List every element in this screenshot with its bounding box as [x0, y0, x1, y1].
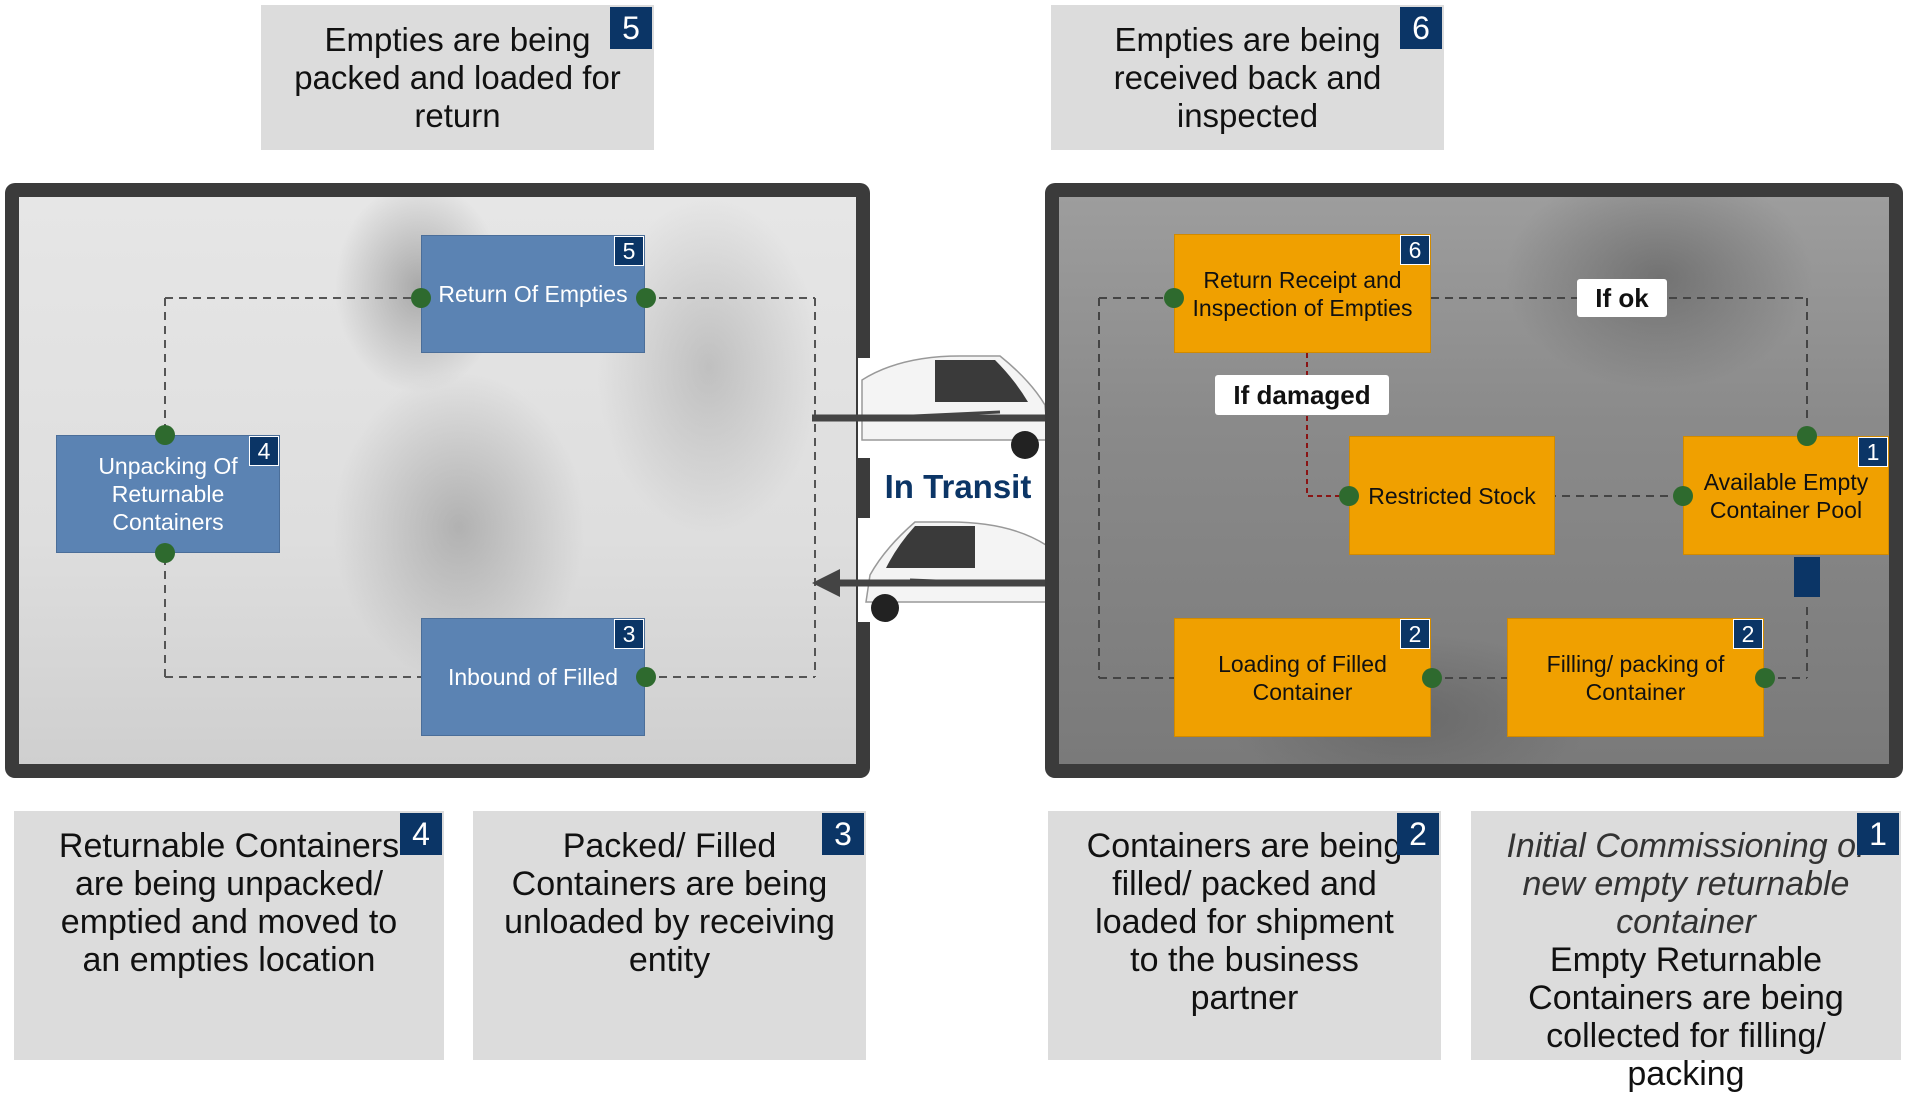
step-badge: 1: [1858, 437, 1888, 467]
available-empty-container-pool-box[interactable]: Available Empty Container Pool 1: [1683, 436, 1889, 555]
card-unloaded-by-receiving: Packed/ Filled Containers are being unlo…: [473, 811, 866, 1060]
connector-dot: [1164, 288, 1184, 308]
in-transit-label: In Transit: [884, 468, 1032, 505]
step-badge: 4: [249, 436, 279, 466]
box-label: Filling/ packing of Container: [1546, 650, 1725, 705]
connector-dot: [411, 288, 431, 308]
step-badge: 2: [1397, 813, 1439, 855]
step-badge: 5: [614, 236, 644, 266]
card-text: Returnable Containers are being unpacked…: [58, 827, 400, 979]
left-connectors: [164, 297, 816, 678]
inbound-of-filled-box[interactable]: Inbound of Filled 3: [421, 618, 645, 736]
connector-dot: [1422, 668, 1442, 688]
box-label: Inbound of Filled: [447, 664, 619, 690]
card-text: Empty Returnable Containers are being co…: [1528, 941, 1844, 1093]
card-text: Empties are being received back and insp…: [1113, 20, 1382, 134]
return-of-empties-box[interactable]: Return Of Empties 5: [421, 235, 645, 353]
step-badge: 6: [1400, 235, 1430, 265]
step-badge: 6: [1400, 7, 1442, 49]
card-packed-loaded-for-return: Empties are being packed and loaded for …: [261, 5, 654, 150]
step-badge: 2: [1733, 619, 1763, 649]
restricted-stock-box[interactable]: Restricted Stock: [1349, 436, 1555, 555]
step-badge: 3: [614, 619, 644, 649]
filling-packing-container-box[interactable]: Filling/ packing of Container 2: [1507, 618, 1764, 737]
connector-dot: [1673, 486, 1693, 506]
connector-dot: [1755, 668, 1775, 688]
right-panel-shipping-entity: Return Receipt and Inspection of Empties…: [1045, 183, 1903, 778]
connector-dot: [636, 288, 656, 308]
card-text: Containers are being filled/ packed and …: [1086, 827, 1403, 1017]
if-damaged-tag: If damaged: [1215, 375, 1389, 415]
card-initial-commissioning: Initial Commissioning of new empty retur…: [1471, 811, 1901, 1093]
step-badge: 2: [1400, 619, 1430, 649]
step-badge: 1: [1857, 813, 1899, 855]
box-label: Return Receipt and Inspection of Empties: [1192, 266, 1413, 321]
step-badge: 4: [400, 813, 442, 855]
card-text: Packed/ Filled Containers are being unlo…: [504, 827, 835, 979]
unpacking-containers-box[interactable]: Unpacking Of Returnable Containers 4: [56, 435, 280, 553]
connector-dot: [1339, 486, 1359, 506]
card-received-back-inspected: Empties are being received back and insp…: [1051, 5, 1444, 150]
step-badge: 3: [822, 813, 864, 855]
if-ok-tag: If ok: [1577, 279, 1667, 317]
card-filled-packed-shipment: Containers are being filled/ packed and …: [1048, 811, 1441, 1060]
van-inbound: [858, 518, 1048, 622]
connector-dot: [636, 667, 656, 687]
box-label: Restricted Stock: [1368, 482, 1536, 509]
box-label: Return Of Empties: [438, 281, 628, 307]
box-label: Available Empty Container Pool: [1703, 468, 1869, 523]
connector-dot: [155, 543, 175, 563]
connector-dot: [1797, 426, 1817, 446]
van-outbound: [858, 355, 1049, 459]
return-receipt-inspection-box[interactable]: Return Receipt and Inspection of Empties…: [1174, 234, 1431, 353]
card-italic-text: Initial Commissioning of new empty retur…: [1506, 827, 1866, 941]
loading-of-filled-container-box[interactable]: Loading of Filled Container 2: [1174, 618, 1431, 737]
step-badge: 5: [610, 7, 652, 49]
card-text: Empties are being packed and loaded for …: [294, 20, 621, 134]
left-panel-receiving-entity: Return Of Empties 5 Unpacking Of Returna…: [5, 183, 870, 778]
box-label: Unpacking Of Returnable Containers: [98, 453, 238, 535]
box-label: Loading of Filled Container: [1218, 650, 1387, 705]
card-unpacked-emptied: Returnable Containers are being unpacked…: [14, 811, 444, 1060]
connector-dot: [155, 425, 175, 445]
